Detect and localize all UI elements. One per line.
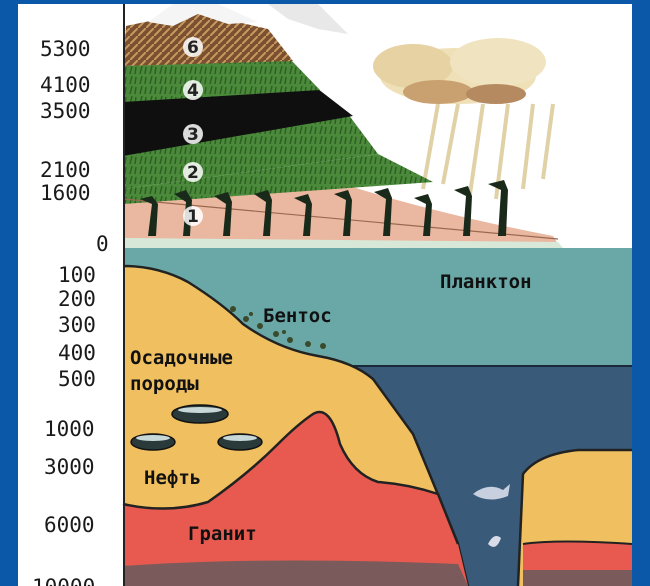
basalt-layer: [123, 560, 468, 586]
tick-label: 100: [58, 263, 96, 287]
tick-label: 6000: [44, 513, 95, 537]
tick-label: 400: [58, 341, 96, 365]
tick-label: 0: [96, 232, 109, 256]
tick-label: 300: [58, 313, 96, 337]
biosphere-diagram: 1 2 3 4 6: [18, 4, 632, 586]
zone-label: 6: [187, 38, 199, 58]
plankton-label: Планктон: [440, 271, 532, 293]
zone-label: 1: [187, 207, 199, 227]
benthos-label: Бентос: [263, 305, 332, 327]
zone-label: 4: [187, 81, 199, 101]
tick-label: 10000: [32, 575, 95, 586]
zone-label: 2: [187, 163, 199, 183]
sediment-label: Осадочные: [130, 347, 233, 369]
tick-label: 3500: [40, 99, 91, 123]
cloud: [373, 38, 546, 104]
sediment-label: породы: [130, 373, 199, 395]
diagram-frame: 1 2 3 4 6: [18, 4, 632, 586]
tick-label: 4100: [40, 73, 91, 97]
tick-label: 3000: [44, 455, 95, 479]
zone-label: 3: [187, 125, 199, 145]
tick-label: 2100: [40, 158, 91, 182]
depth-scale: 100 200 300 400 500 1000 3000 6000 10000: [32, 263, 96, 586]
oil-label: Нефть: [144, 467, 201, 489]
altitude-scale: 5300 4100 3500 2100 1600 0: [40, 37, 109, 256]
tick-label: 5300: [40, 37, 91, 61]
tick-label: 1600: [40, 181, 91, 205]
tick-label: 1000: [44, 417, 95, 441]
granite-label: Гранит: [188, 523, 257, 545]
tick-label: 200: [58, 287, 96, 311]
tick-label: 500: [58, 367, 96, 391]
